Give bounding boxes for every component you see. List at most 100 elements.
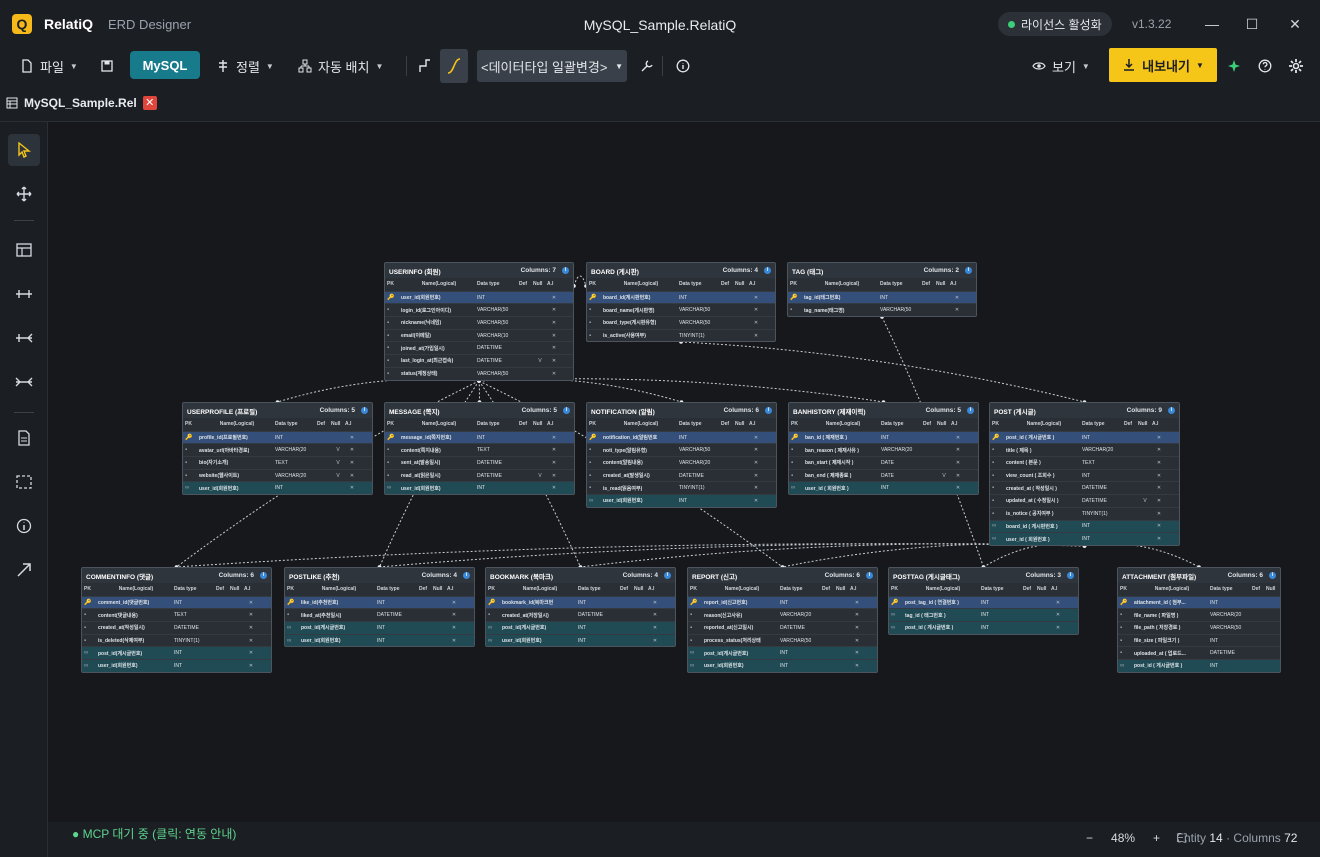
settings-button[interactable] — [1282, 52, 1310, 80]
relation-line[interactable] — [176, 543, 1085, 568]
entity-info-icon[interactable]: i — [361, 407, 368, 414]
info-tool-button[interactable] — [8, 510, 40, 542]
entity-column-row[interactable]: ▪joined_at(가입일시)DATETIME✕ — [385, 341, 573, 354]
entity-column-row[interactable]: ▪sent_at(발송일시)DATETIME✕ — [385, 456, 574, 469]
relation-line[interactable] — [782, 543, 1085, 568]
file-menu-button[interactable]: 파일 ▼ — [14, 52, 84, 80]
entity-column-row[interactable]: ∞tag_id ( 태그번호 )INT✕ — [889, 608, 1078, 622]
relation-line[interactable] — [478, 378, 682, 403]
entity-column-row[interactable]: ∞board_id ( 게시판번호 )INT✕ — [990, 519, 1179, 533]
db-type-button[interactable]: MySQL — [130, 51, 200, 79]
maximize-button[interactable]: ☐ — [1245, 16, 1259, 32]
entity-column-row[interactable]: ∞user_id ( 회원번호 )INT✕ — [789, 481, 978, 495]
entity-column-row[interactable]: 🔑report_id(신고번호)INT✕ — [688, 595, 877, 609]
entity-column-row[interactable]: ▪content ( 본문 )TEXT✕ — [990, 456, 1179, 469]
entity-column-row[interactable]: ▪noti_type(알림유형)VARCHAR(50✕ — [587, 443, 776, 456]
entity-column-row[interactable]: 🔑post_id ( 게시글번호 )INT✕ — [990, 430, 1179, 444]
entity-column-row[interactable]: ▪reported_at(신고일시)DATETIME✕ — [688, 621, 877, 634]
entity-info-icon[interactable]: i — [1168, 407, 1175, 414]
entity-info-icon[interactable]: i — [764, 267, 771, 274]
relation-line[interactable] — [680, 341, 1085, 403]
entity-column-row[interactable]: 🔑user_id(회원번호)INT✕ — [385, 290, 573, 304]
entity-column-row[interactable]: ∞user_id(회원번호)INT✕ — [285, 633, 474, 647]
entity-column-row[interactable]: ∞post_id ( 게시글번호 )INT✕ — [889, 621, 1078, 634]
fit-screen-icon[interactable]: ⛶ — [1178, 831, 1187, 845]
entity-column-row[interactable]: 🔑ban_id ( 제재번호 )INT✕ — [789, 430, 978, 444]
relation-line[interactable] — [573, 275, 587, 287]
entity-column-row[interactable]: ∞post_id(게시글번호)INT✕ — [486, 621, 675, 634]
license-activate-button[interactable]: 라이선스 활성화 — [998, 12, 1112, 36]
entity-column-row[interactable]: ▪file_name ( 파일명 )VARCHAR(20✕ — [1118, 608, 1280, 621]
entity-column-row[interactable]: ▪created_at(작성일시)DATETIME✕ — [82, 621, 271, 634]
entity-column-row[interactable]: 🔑like_id(추천번호)INT✕ — [285, 595, 474, 609]
entity-column-row[interactable]: 🔑tag_id(태그번호)INT✕ — [788, 290, 976, 304]
entity-column-row[interactable]: ▪created_at(발생일시)DATETIME✕ — [587, 468, 776, 482]
one-to-many-relation-button[interactable] — [8, 322, 40, 354]
entity-info-icon[interactable]: i — [463, 572, 470, 579]
entity-column-row[interactable]: ▪board_type(게시판유형)VARCHAR(50✕ — [587, 316, 775, 329]
view-menu-button[interactable]: 보기 ▼ — [1026, 52, 1096, 80]
entity-column-row[interactable]: ∞user_id(회원번호)INT✕ — [688, 659, 877, 672]
minimize-button[interactable]: — — [1205, 16, 1219, 32]
entity-info-icon[interactable]: i — [967, 407, 974, 414]
entity-column-row[interactable]: ▪title ( 제목 )VARCHAR(20✕ — [990, 443, 1179, 456]
entity-column-row[interactable]: ∞user_id(회원번호)INT✕ — [587, 494, 776, 507]
many-to-many-relation-button[interactable] — [8, 366, 40, 398]
orthogonal-line-button[interactable] — [412, 52, 438, 80]
relation-line[interactable] — [1084, 543, 1200, 568]
entity-column-row[interactable]: ▪created_at ( 작성일시 )DATETIME✕ — [990, 481, 1179, 494]
help-button[interactable] — [1252, 52, 1278, 80]
entity-column-row[interactable]: 🔑board_id(게시판번호)INT✕ — [587, 290, 775, 304]
entity-info-icon[interactable]: i — [1067, 572, 1074, 579]
mcp-status-link[interactable]: ● MCP 대기 중 (클릭: 연동 안내) — [72, 827, 237, 841]
zoom-in-button[interactable]: + — [1153, 831, 1161, 845]
close-tab-icon[interactable]: ✕ — [142, 96, 157, 110]
entity-column-row[interactable]: 🔑profile_id(프로필번호)INT✕ — [183, 430, 372, 444]
entity-column-row[interactable]: ▪liked_at(추천일시)DATETIME✕ — [285, 608, 474, 621]
entity-column-row[interactable]: ∞user_id(회원번호)INT✕ — [183, 481, 372, 495]
entity-column-row[interactable]: ▪content(알림내용)VARCHAR(20✕ — [587, 456, 776, 469]
entity-column-row[interactable]: ▪content(댓글내용)TEXT✕ — [82, 608, 271, 621]
entity-column-row[interactable]: 🔑attachment_id ( 첨부...INT✕ — [1118, 595, 1280, 609]
entity-column-row[interactable]: ▪created_at(저장일시)DATETIME✕ — [486, 608, 675, 621]
entity-column-row[interactable]: ▪ban_reason ( 제재사유 )VARCHAR(20✕ — [789, 443, 978, 456]
entity-info-icon[interactable]: i — [765, 407, 772, 414]
select-tool-button[interactable] — [8, 134, 40, 166]
save-button[interactable] — [94, 52, 120, 80]
entity-column-row[interactable]: ∞user_id(회원번호)INT✕ — [486, 633, 675, 647]
entity-column-row[interactable]: ▪file_size ( 파일크기 )INT✕ — [1118, 633, 1280, 647]
arrow-tool-button[interactable] — [8, 554, 40, 586]
relation-line[interactable] — [379, 543, 1085, 568]
entity-column-row[interactable]: ▪login_id(로그인아이디)VARCHAR(50✕ — [385, 303, 573, 316]
entity-column-row[interactable]: ▪ban_start ( 제재시작 )DATE✕ — [789, 456, 978, 469]
wrench-button[interactable] — [634, 52, 660, 80]
entity-column-row[interactable]: ▪reason(신고사유)VARCHAR(20✕ — [688, 608, 877, 621]
entity-column-row[interactable]: ▪status(계정상태)VARCHAR(50✕ — [385, 366, 573, 380]
document-tab[interactable]: MySQL_Sample.Rel ✕ — [6, 92, 157, 114]
entity-column-row[interactable]: ∞post_id(게시글번호)INT✕ — [82, 646, 271, 660]
entity-info-icon[interactable]: i — [866, 572, 873, 579]
entity-column-row[interactable]: ▪is_active(사용여부)TINYINT(1)✕ — [587, 328, 775, 342]
